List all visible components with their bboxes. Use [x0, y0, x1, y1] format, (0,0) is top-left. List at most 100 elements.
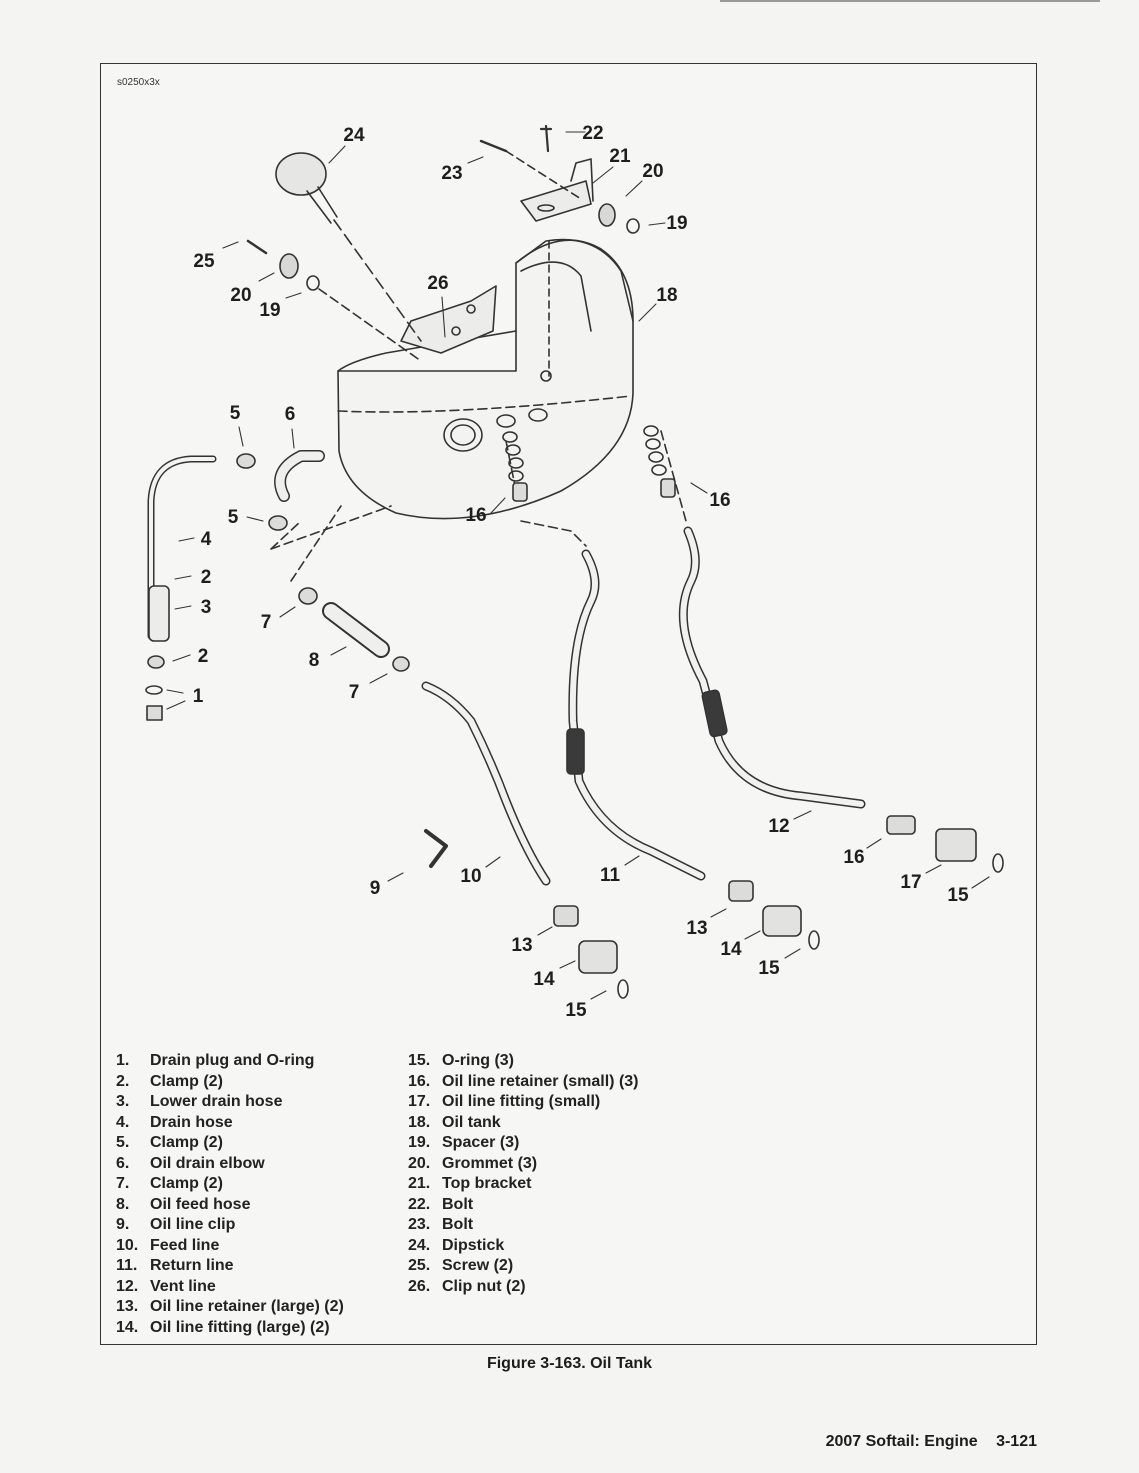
callout-17: 17	[900, 872, 921, 893]
footer-page-number: 3-121	[996, 1433, 1037, 1450]
callout-15: 15	[565, 1000, 587, 1021]
callout-14: 14	[720, 939, 742, 960]
callout-13: 13	[511, 935, 532, 956]
legend-item: 6.Oil drain elbow	[116, 1154, 344, 1175]
callout-11: 11	[600, 865, 621, 886]
callout-15: 15	[947, 885, 969, 906]
dipstick-drawing	[275, 152, 422, 342]
legend-item: 12.Vent line	[116, 1277, 344, 1298]
legend-item: 17. Oil line fitting (small)	[408, 1092, 639, 1113]
legend-number: 13.	[116, 1298, 139, 1315]
callout-19: 19	[259, 300, 280, 321]
legend-item: 22.Bolt	[408, 1195, 639, 1216]
callout-13: 13	[686, 918, 707, 939]
legend-text: O-ring (3)	[442, 1052, 514, 1069]
callout-14: 14	[533, 969, 555, 990]
legend-item: 11.Return line	[116, 1256, 344, 1277]
legend-number: 12.	[116, 1277, 139, 1295]
legend-item: 10.Feed line	[116, 1236, 344, 1257]
legend-text: Clamp (2)	[150, 1175, 223, 1192]
legend-number: 14.	[116, 1318, 139, 1336]
legend-text: Oil feed hose	[150, 1195, 251, 1213]
legend-text: Clamp (2)	[150, 1134, 223, 1151]
callout-6: 6	[285, 404, 296, 425]
legend-number: 15.	[408, 1052, 431, 1069]
legend-text: Lower drain hose	[150, 1093, 283, 1110]
legend-number: 18.	[408, 1113, 431, 1131]
legend-text: Drain plug and O-ring	[150, 1052, 315, 1069]
top-rule	[720, 0, 1100, 2]
callout-7: 7	[261, 612, 272, 633]
legend-number: 10.	[116, 1236, 139, 1254]
callout-16: 16	[843, 847, 864, 868]
callout-1: 1	[193, 686, 204, 707]
callout-19: 19	[666, 213, 687, 234]
oil-tank-exploded-view: 2422212320192526201918561651642372817121…	[145, 123, 1004, 1021]
callout-15: 15	[758, 958, 780, 979]
callout-10: 10	[460, 866, 481, 887]
callout-21: 21	[609, 146, 631, 167]
legend-item: 25.Screw (2)	[408, 1256, 639, 1277]
legend-item: 5. Clamp (2)	[116, 1133, 344, 1154]
figure-id: s0250x3x	[117, 77, 160, 88]
callout-12: 12	[768, 816, 789, 837]
callout-16: 16	[465, 505, 486, 526]
legend-item: 19.Spacer (3)	[408, 1133, 639, 1154]
legend-item: 16. Oil line retainer (small) (3)	[408, 1072, 639, 1093]
leader-lines	[166, 131, 990, 1000]
callout-23: 23	[441, 163, 462, 184]
callout-8: 8	[309, 650, 320, 671]
legend-item: 2.Clamp (2)	[116, 1072, 344, 1093]
callout-16: 16	[709, 490, 730, 511]
callout-3: 3	[201, 597, 212, 618]
legend-text: Bolt	[442, 1195, 474, 1213]
figure-frame: s0250x3x	[100, 63, 1037, 1345]
legend-text: Oil line retainer (small) (3)	[442, 1072, 639, 1090]
legend-number: 19.	[408, 1134, 431, 1151]
legend-number: 20.	[408, 1154, 431, 1172]
oil-tank-drawing	[337, 238, 634, 520]
callout-20: 20	[642, 161, 663, 182]
callout-5: 5	[230, 403, 241, 424]
callout-18: 18	[656, 285, 677, 306]
legend-number: 24.	[408, 1236, 431, 1254]
legend-text: Oil line fitting (small)	[442, 1093, 601, 1110]
legend-number: 11.	[116, 1257, 138, 1274]
legend-text: Clip nut (2)	[442, 1277, 526, 1295]
legend-item: 3. Lower drain hose	[116, 1092, 344, 1113]
callout-2: 2	[198, 646, 209, 667]
legend-number: 3.	[116, 1093, 130, 1110]
legend-text: Drain hose	[150, 1113, 233, 1131]
legend-text: Oil tank	[442, 1113, 501, 1131]
legend-text: Oil line retainer (large) (2)	[150, 1298, 344, 1315]
callout-20: 20	[230, 285, 251, 306]
callout-25: 25	[193, 251, 215, 272]
legend-item: 20. Grommet (3)	[408, 1154, 639, 1175]
callout-2: 2	[201, 567, 212, 588]
callout-7: 7	[349, 682, 360, 703]
legend-item: 15. O-ring (3)	[408, 1051, 639, 1072]
legend-item: 23. Bolt	[408, 1215, 639, 1236]
legend-number: 23.	[408, 1216, 431, 1233]
legend-text: Clamp (2)	[150, 1072, 223, 1090]
legend-number: 4.	[116, 1113, 130, 1131]
legend-text: Oil line clip	[150, 1216, 236, 1233]
legend-number: 16.	[408, 1072, 431, 1090]
legend-text: Oil line fitting (large) (2)	[150, 1318, 330, 1336]
legend-item: 7.Clamp (2)	[116, 1174, 344, 1195]
callout-22: 22	[582, 123, 603, 144]
fittings-drawing	[502, 425, 1004, 999]
legend-number: 5.	[116, 1134, 130, 1151]
legend-item: 1.Drain plug and O-ring	[116, 1051, 344, 1072]
legend-item: 21.Top bracket	[408, 1174, 639, 1195]
legend-right: 15. O-ring (3) 16. Oil line retainer (small…	[408, 1051, 639, 1297]
legend-item: 14. Oil line fitting (large) (2)	[116, 1318, 344, 1339]
callout-4: 4	[201, 529, 212, 550]
legend-text: Bolt	[442, 1216, 474, 1233]
callout-26: 26	[427, 273, 448, 294]
legend-text: Grommet (3)	[442, 1154, 538, 1172]
legend-number: 17.	[408, 1093, 431, 1110]
page-footer: 2007 Softail: Engine 3-121	[826, 1433, 1037, 1451]
